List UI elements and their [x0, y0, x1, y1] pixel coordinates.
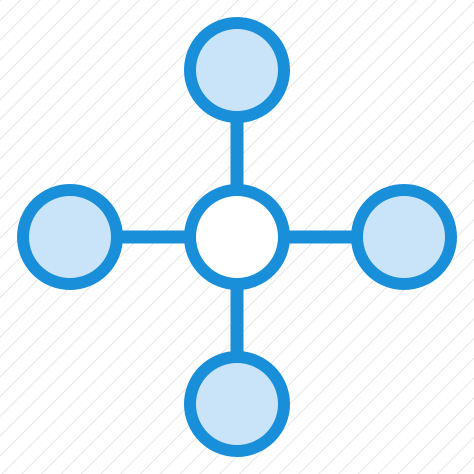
- node-left: [17, 184, 123, 290]
- node-top: [184, 17, 290, 123]
- node-right: [351, 184, 457, 290]
- node-bottom: [184, 351, 290, 457]
- node-center-hub: [184, 184, 290, 290]
